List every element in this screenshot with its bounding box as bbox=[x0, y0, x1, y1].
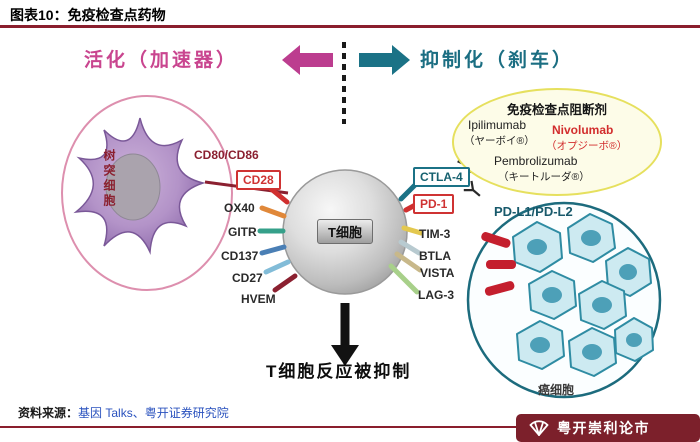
receptor-label-pd1: PD-1 bbox=[413, 194, 455, 214]
drug-nivolumab: Nivolumab bbox=[552, 123, 614, 137]
checkpoint-blocker-box: 免疫检查点阻断剂 Ipilimumab （ヤーボイ®） Nivolumab （オ… bbox=[452, 88, 662, 196]
dendritic-cell-label: 树突细胞 bbox=[102, 149, 116, 209]
activation-label: 活化（加速器） bbox=[84, 50, 239, 71]
dendritic-cell-icon bbox=[61, 95, 233, 291]
pdl-ligand-icon bbox=[481, 232, 516, 296]
receptor-label-lag3: LAG-3 bbox=[418, 288, 454, 302]
receptor-label-vista: VISTA bbox=[420, 266, 455, 280]
pdl-ligand-label: PD-L1/PD-L2 bbox=[494, 204, 573, 219]
receptor-label-cd28: CD28 bbox=[236, 170, 281, 190]
drug-pembrolizumab-brand: （キートルーダ®） bbox=[498, 171, 590, 183]
source-prefix: 资料来源： bbox=[18, 406, 79, 420]
left-receptor-stubs bbox=[257, 185, 298, 293]
receptor-label-hvem: HVEM bbox=[241, 292, 276, 306]
t-cell-label: T细胞 bbox=[317, 219, 373, 244]
receptor-label-cd137: CD137 bbox=[221, 249, 259, 263]
receptor-label-cd27: CD27 bbox=[232, 271, 263, 285]
figure-title: 图表10：免疫检查点药物 bbox=[10, 7, 166, 23]
suppression-arrow-icon bbox=[331, 303, 359, 366]
drug-ipilimumab: Ipilimumab bbox=[468, 118, 527, 132]
drug-pembrolizumab: Pembrolizumab bbox=[494, 154, 578, 168]
cancer-cells-icon bbox=[466, 201, 662, 399]
drug-ipilimumab-brand: （ヤーボイ®） bbox=[464, 135, 535, 147]
activation-arrow-icon bbox=[282, 45, 333, 75]
footer-divider bbox=[0, 426, 700, 428]
receptor-label-btla: BTLA bbox=[419, 249, 451, 263]
drug-nivolumab-brand: （オプジーボ®） bbox=[546, 140, 628, 152]
source-line: 资料来源：基因 Talks、粤开证券研究院 bbox=[18, 404, 229, 421]
blocker-title: 免疫检查点阻断剂 bbox=[506, 103, 607, 117]
inhibition-label: 抑制化（刹车） bbox=[420, 50, 575, 71]
inhibition-arrow-icon bbox=[359, 45, 410, 75]
cancer-cell-label: 癌细胞 bbox=[538, 383, 575, 397]
result-label: T细胞反应被抑制 bbox=[266, 362, 412, 381]
receptor-label-cd80-cd86: CD80/CD86 bbox=[194, 148, 259, 162]
receptor-label-ox40: OX40 bbox=[224, 201, 255, 215]
brand-badge: 粤开崇利论市 bbox=[516, 414, 700, 442]
receptor-label-gitr: GITR bbox=[228, 225, 257, 239]
source-link[interactable]: 基因 Talks、粤开证券研究院 bbox=[78, 406, 229, 420]
receptor-label-ctla4: CTLA-4 bbox=[413, 167, 470, 187]
receptor-label-tim3: TIM-3 bbox=[419, 227, 451, 241]
badge-label: 粤开崇利论市 bbox=[557, 420, 650, 436]
fan-logo-icon bbox=[529, 420, 549, 436]
title-divider bbox=[0, 25, 700, 28]
